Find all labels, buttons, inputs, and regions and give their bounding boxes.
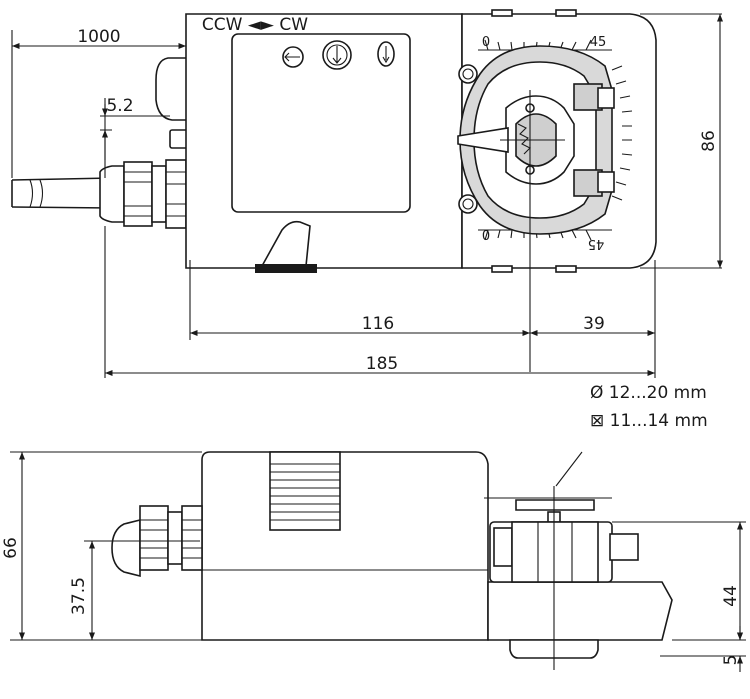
axis-line xyxy=(500,90,565,372)
dim-cable-offset: 5.2 xyxy=(106,96,133,116)
scale-end-top: 45 xyxy=(590,35,607,50)
side-housing xyxy=(201,451,489,641)
top-view xyxy=(11,9,657,372)
shaft-square-size: ⊠ 11...14 mm xyxy=(590,411,708,431)
dimension-lines-top xyxy=(11,13,724,378)
side-cable-gland xyxy=(111,505,203,578)
dim-axis-height: 37.5 xyxy=(69,577,89,615)
dim-cable-length: 1000 xyxy=(77,27,120,47)
dim-height-side: 66 xyxy=(1,537,21,559)
dim-height-top: 86 xyxy=(699,130,719,152)
scale-start-top: 0 xyxy=(482,35,490,50)
dim-base-offset: 5 xyxy=(721,655,741,666)
scale-end-bottom: 45 xyxy=(588,236,605,251)
cover-plate xyxy=(231,33,411,213)
dim-clamp-height: 44 xyxy=(721,585,741,607)
release-lever xyxy=(255,220,317,273)
side-clamp xyxy=(484,497,639,583)
dim-length-to-axis: 116 xyxy=(362,314,394,334)
cable xyxy=(11,177,113,209)
leader-line xyxy=(555,451,583,487)
scale-start-bottom: 0 xyxy=(482,229,490,244)
shaft-round-size: Ø 12...20 mm xyxy=(590,383,707,403)
cable-gland xyxy=(99,159,187,229)
manual-knobs xyxy=(282,40,395,70)
left-boss xyxy=(155,57,186,121)
grip-area xyxy=(269,451,341,531)
side-view xyxy=(111,451,673,670)
dimension-lines-side xyxy=(10,451,746,672)
dim-axis-to-end: 39 xyxy=(583,314,605,334)
direction-label: CCW ◄► CW xyxy=(202,15,308,35)
dim-overall-length: 185 xyxy=(366,354,398,374)
